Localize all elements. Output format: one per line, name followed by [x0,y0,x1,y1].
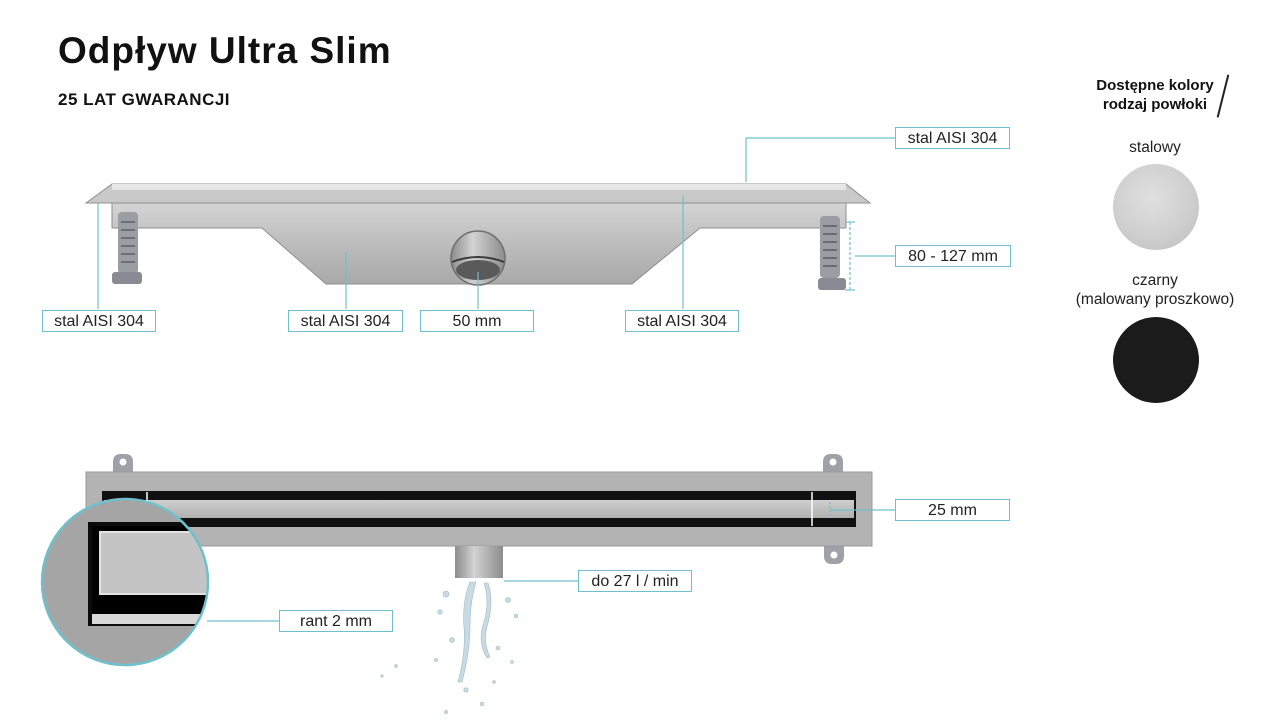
color-swatch-black [1113,317,1199,403]
side-view-leaders [97,137,895,309]
colors-heading: Dostępne kolory rodzaj powłoki [1096,77,1214,113]
label-outlet-diameter: 50 mm [420,310,534,332]
left-adjustable-foot [112,212,142,284]
mounting-bracket-top-left [113,454,133,474]
color-option-steel-name: stalowy [1129,139,1181,156]
zoom-detail-circle [40,497,210,667]
label-rim-thickness: rant 2 mm [279,610,393,632]
top-view-drain [85,454,873,578]
label-flow-rate: do 27 l / min [578,570,692,592]
label-body-material: stal AISI 304 [288,310,403,332]
drain-grate [104,500,854,518]
label-top-material: stal AISI 304 [895,127,1010,149]
outlet-pipe-bottom [455,546,503,578]
color-option-black-note: (malowany proszkowo) [1075,291,1235,308]
height-dimension-marker [845,221,855,291]
label-slot-width: 25 mm [895,499,1010,521]
warranty-subtitle: 25 LAT GWARANCJI [58,90,231,109]
color-swatch-steel [1113,164,1199,250]
page-title: Odpływ Ultra Slim [58,30,392,71]
water-splash-icon [380,581,519,714]
mounting-bracket-top-right [823,454,843,474]
color-option-black-name: czarny [1132,272,1178,289]
label-right-body-material: stal AISI 304 [625,310,739,332]
mounting-bracket-bottom-right [824,544,844,564]
top-view-leaders [207,509,895,622]
label-height-range: 80 - 127 mm [895,245,1011,267]
right-adjustable-foot [818,216,846,290]
label-foot-material: stal AISI 304 [42,310,156,332]
